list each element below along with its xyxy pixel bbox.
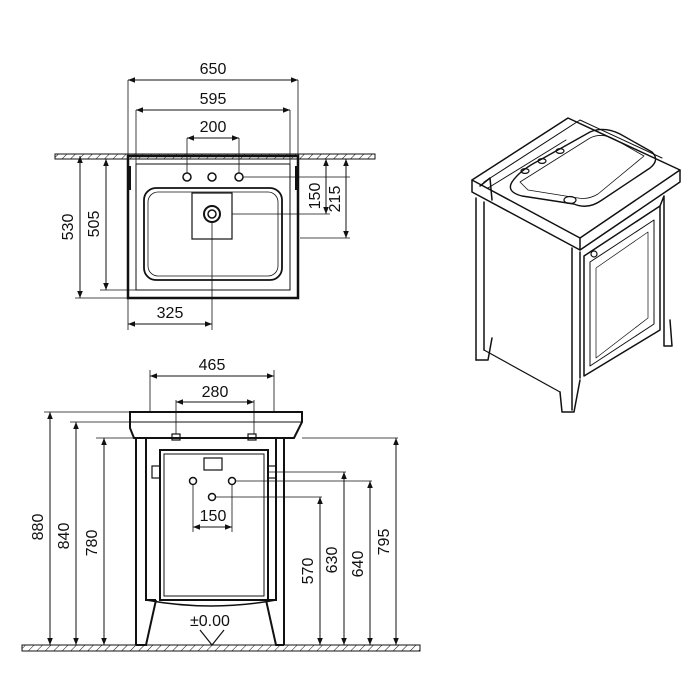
dim-325: 325 [157, 305, 184, 322]
floor-hatch [21, 644, 421, 652]
isometric-view [471, 117, 681, 413]
dim-505: 505 [86, 211, 103, 238]
dim-640: 640 [350, 551, 367, 578]
dim-215: 215 [327, 186, 344, 213]
basin-inner-rim [135, 163, 291, 291]
dim-630: 630 [324, 547, 341, 574]
dim-595: 595 [200, 91, 227, 108]
dim-200: 200 [200, 119, 227, 136]
dim-880: 880 [30, 514, 47, 541]
dim-780: 780 [84, 530, 101, 557]
dim-795: 795 [376, 529, 393, 556]
dim-530: 530 [60, 214, 77, 241]
dim-150-width: 150 [200, 508, 227, 525]
dim-280: 280 [202, 384, 229, 401]
front-view: ±0.00 465 280 150 880 840 780 570 630 64… [21, 357, 421, 652]
tap-holes [182, 172, 244, 182]
cabinet-door [159, 449, 269, 601]
drain-icon [203, 205, 221, 223]
basin-bowl [143, 187, 283, 281]
dim-840: 840 [56, 523, 73, 550]
dim-465: 465 [199, 357, 226, 374]
dim-650: 650 [200, 61, 227, 78]
basin-outline [126, 154, 300, 300]
top-view: 650 595 200 530 505 150 215 325 [54, 61, 376, 330]
dim-570: 570 [300, 558, 317, 585]
floor-level-label: ±0.00 [190, 613, 230, 630]
dim-150-depth: 150 [307, 183, 324, 210]
